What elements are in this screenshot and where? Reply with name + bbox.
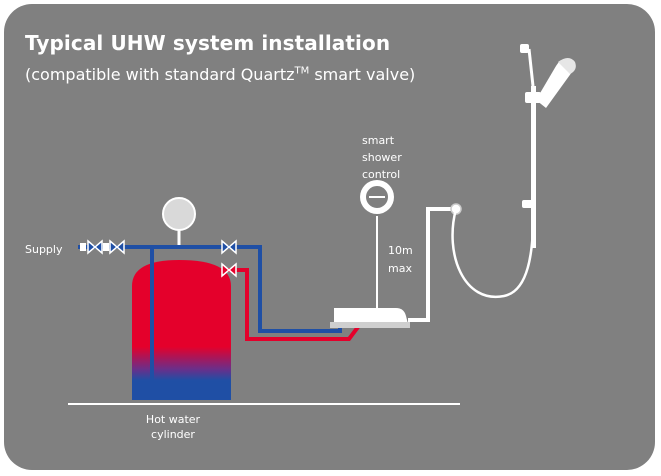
shower-hose <box>451 208 536 299</box>
hot-isolation-valve <box>221 262 237 278</box>
max-distance-label: 10m max <box>388 242 413 278</box>
smart-valve-unit <box>334 308 408 324</box>
smart-valve-base <box>330 322 410 328</box>
diagram-title: Typical UHW system installation <box>25 31 391 55</box>
supply-label: Supply <box>25 243 63 256</box>
distance-label-line: 10m <box>388 244 413 257</box>
trademark-mark: TM <box>294 65 310 77</box>
plumbing-diagram <box>68 44 576 405</box>
subtitle-prefix: (compatible with standard Quartz <box>25 65 295 84</box>
diagram-subtitle: (compatible with standard QuartzTM smart… <box>25 65 415 84</box>
smart-shower-control-label: smart shower control <box>362 132 402 183</box>
cylinder-label-line: cylinder <box>151 428 195 441</box>
hot-water-cylinder <box>132 260 231 400</box>
supply-check-valve <box>103 239 125 255</box>
hot-water-cylinder-label: Hot water cylinder <box>114 412 232 442</box>
control-label-line: shower <box>362 151 402 164</box>
shower-outlet-pipe <box>408 207 456 322</box>
expansion-vessel <box>162 197 196 231</box>
handset-face <box>558 58 576 74</box>
cold-isolation-valve <box>221 239 237 255</box>
cylinder-label-line: Hot water <box>145 413 201 426</box>
distance-label-line: max <box>388 262 412 275</box>
riser-bracket-bottom <box>522 200 534 208</box>
subtitle-suffix: smart valve) <box>309 65 416 84</box>
control-label-line: control <box>362 168 401 181</box>
supply-stop-valve <box>80 239 103 255</box>
shower-handset <box>536 58 574 108</box>
riser-top-arm <box>527 48 535 87</box>
riser-bracket-top <box>520 44 529 53</box>
control-label-line: smart <box>362 134 395 147</box>
riser-rail <box>531 86 536 248</box>
diagram-panel: Typical UHW system installation (compati… <box>4 4 655 470</box>
